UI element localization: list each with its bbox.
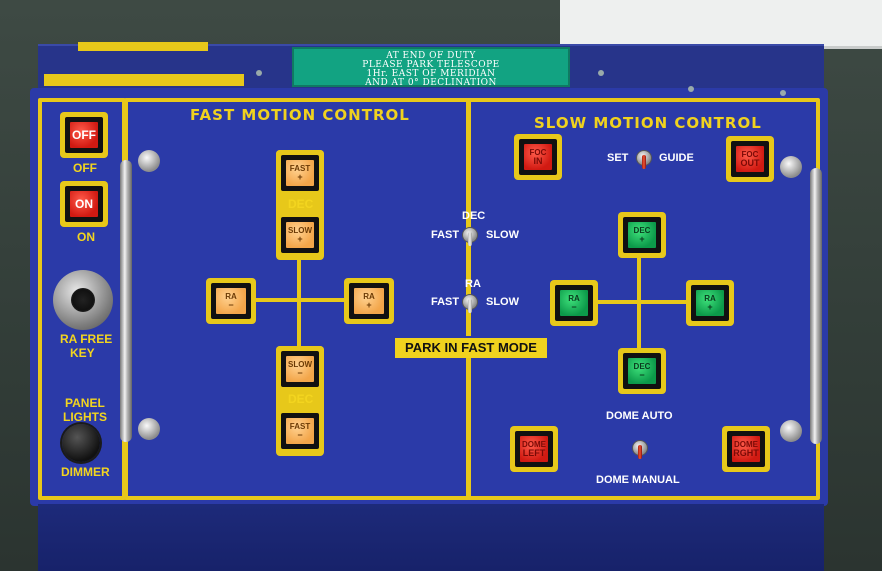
- dimmer-label: DIMMER: [61, 465, 110, 479]
- guide-label: GUIDE: [659, 152, 694, 164]
- fast-ra-line: [230, 298, 370, 302]
- handle-mount: [780, 156, 802, 178]
- slow-ra-line: [572, 300, 712, 304]
- white-equipment-box: [560, 0, 882, 49]
- park-notice-label: AT END OF DUTY PLEASE PARK TELESCOPE 1Hr…: [292, 47, 570, 88]
- yellow-sticker: [44, 74, 244, 86]
- screw: [688, 86, 694, 92]
- off-label: OFF: [73, 161, 97, 175]
- fast-motion-title: FAST MOTION CONTROL: [190, 106, 410, 124]
- cabinet-base: [38, 504, 824, 571]
- on-label: ON: [77, 230, 95, 244]
- slow-dec-minus-button[interactable]: DEC−: [618, 348, 666, 394]
- handle-mount: [138, 418, 160, 440]
- center-divider: [466, 100, 471, 336]
- dome-mode-toggle[interactable]: [632, 440, 648, 459]
- on-button[interactable]: ON: [60, 181, 108, 227]
- panel-lights-label: PANEL: [65, 396, 105, 410]
- dome-auto-label: DOME AUTO: [606, 410, 673, 422]
- ra-free-key-lock[interactable]: [53, 270, 113, 330]
- set-guide-toggle[interactable]: [636, 150, 652, 169]
- panel-lights-label: LIGHTS: [63, 410, 107, 424]
- center-dec-title: DEC: [462, 210, 486, 222]
- right-handle[interactable]: [810, 168, 822, 444]
- ra-free-key-label: RA FREE: [60, 332, 113, 346]
- slow-dec-line: [637, 236, 641, 376]
- center-ra-fast-label: FAST: [431, 296, 460, 308]
- fast-dec-slow-minus-button[interactable]: SLOW−: [276, 346, 324, 392]
- screw: [256, 70, 262, 76]
- handle-mount: [780, 420, 802, 442]
- fast-dec-line: [297, 176, 301, 416]
- screw: [780, 90, 786, 96]
- slow-motion-title: SLOW MOTION CONTROL: [534, 114, 762, 132]
- slow-ra-minus-button[interactable]: RA−: [550, 280, 598, 326]
- fast-ra-plus-button[interactable]: RA+: [344, 278, 394, 324]
- center-divider: [466, 356, 471, 498]
- handle-mount: [138, 150, 160, 172]
- screw: [598, 70, 604, 76]
- center-dec-slow-label: SLOW: [486, 229, 519, 241]
- fast-dec-fast-minus-button[interactable]: FAST−: [276, 408, 324, 454]
- left-handle[interactable]: [120, 160, 132, 442]
- fast-ra-minus-button[interactable]: RA−: [206, 278, 256, 324]
- fast-dec-fast-plus-button[interactable]: FAST+: [276, 150, 324, 196]
- fast-dec-label-bottom: DEC: [288, 392, 314, 406]
- yellow-sticker: [78, 42, 208, 51]
- center-ra-slow-label: SLOW: [486, 296, 519, 308]
- slow-ra-plus-button[interactable]: RA+: [686, 280, 734, 326]
- fast-dec-slow-plus-button[interactable]: SLOW+: [276, 212, 324, 258]
- ra-free-key-label: KEY: [70, 346, 95, 360]
- dimmer-knob[interactable]: [62, 424, 100, 462]
- set-label: SET: [607, 152, 629, 164]
- fast-dec-label-top: DEC: [288, 197, 314, 211]
- dec-speed-toggle[interactable]: [462, 227, 478, 246]
- off-button[interactable]: OFF: [60, 112, 108, 158]
- park-in-fast-mode-label: PARK IN FAST MODE: [395, 338, 547, 358]
- ra-speed-toggle[interactable]: [462, 294, 478, 313]
- center-ra-title: RA: [465, 278, 481, 290]
- slow-dec-plus-button[interactable]: DEC+: [618, 212, 666, 258]
- center-dec-fast-label: FAST: [431, 229, 460, 241]
- dome-manual-label: DOME MANUAL: [596, 474, 680, 486]
